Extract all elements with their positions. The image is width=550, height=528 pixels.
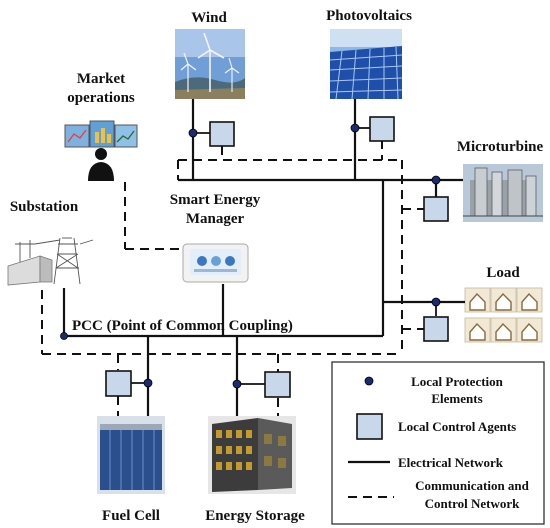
label-microturbine: Microturbine: [457, 139, 544, 155]
agent-microturbine: [423, 196, 449, 222]
energy-storage-image: [208, 416, 296, 494]
microturbine-image: [463, 164, 543, 222]
label-fuel-cell: Fuel Cell: [102, 508, 160, 524]
protection-fuel-cell: [143, 378, 153, 388]
communication-network-lines: [41, 140, 424, 416]
smart-energy-manager-image: [182, 243, 249, 283]
legend: Local Protection Elements Local Control …: [331, 361, 545, 525]
agent-load: [423, 316, 449, 342]
substation-image: [5, 232, 94, 286]
protection-pcc: [60, 332, 68, 340]
legend-comm-line1: Communication and: [415, 478, 530, 493]
agent-photovoltaics: [369, 116, 395, 142]
legend-electrical: Electrical Network: [398, 455, 504, 470]
legend-protection-line1: Local Protection: [411, 374, 504, 389]
load-houses-image: [464, 287, 543, 343]
label-load: Load: [486, 265, 520, 281]
legend-comm-line2: Control Network: [425, 496, 520, 511]
protection-energy-storage: [232, 379, 242, 389]
agent-energy-storage: [264, 371, 291, 398]
wind-turbines-image: [175, 29, 245, 99]
label-sem-line1: Smart Energy: [170, 192, 261, 208]
protection-wind: [188, 128, 198, 138]
label-market-line2: operations: [67, 90, 135, 106]
label-wind: Wind: [191, 10, 227, 26]
agent-wind: [209, 121, 235, 147]
protection-load: [431, 297, 441, 307]
legend-protection-line2: Elements: [431, 391, 482, 406]
label-sem-line2: Manager: [186, 211, 245, 227]
protection-microturbine: [431, 175, 441, 185]
market-operations-image: [64, 120, 138, 181]
label-pcc: PCC (Point of Common Coupling): [72, 318, 293, 334]
agent-connectors: [131, 127, 437, 385]
label-photovoltaics: Photovoltaics: [326, 8, 412, 24]
local-protection-elements: [60, 123, 441, 389]
agent-fuel-cell: [105, 370, 132, 397]
label-energy-storage: Energy Storage: [205, 508, 305, 524]
legend-protection-dot: [364, 376, 374, 386]
legend-control-agents: Local Control Agents: [398, 419, 516, 434]
electrical-network-lines: [62, 99, 465, 416]
protection-photovoltaics: [350, 123, 360, 133]
local-control-agents: [105, 116, 449, 398]
label-market-line1: Market: [77, 71, 125, 87]
legend-agent-square: [356, 413, 383, 440]
solar-panels-image: [329, 29, 403, 100]
label-substation: Substation: [10, 199, 79, 215]
fuel-cell-image: [97, 416, 165, 494]
